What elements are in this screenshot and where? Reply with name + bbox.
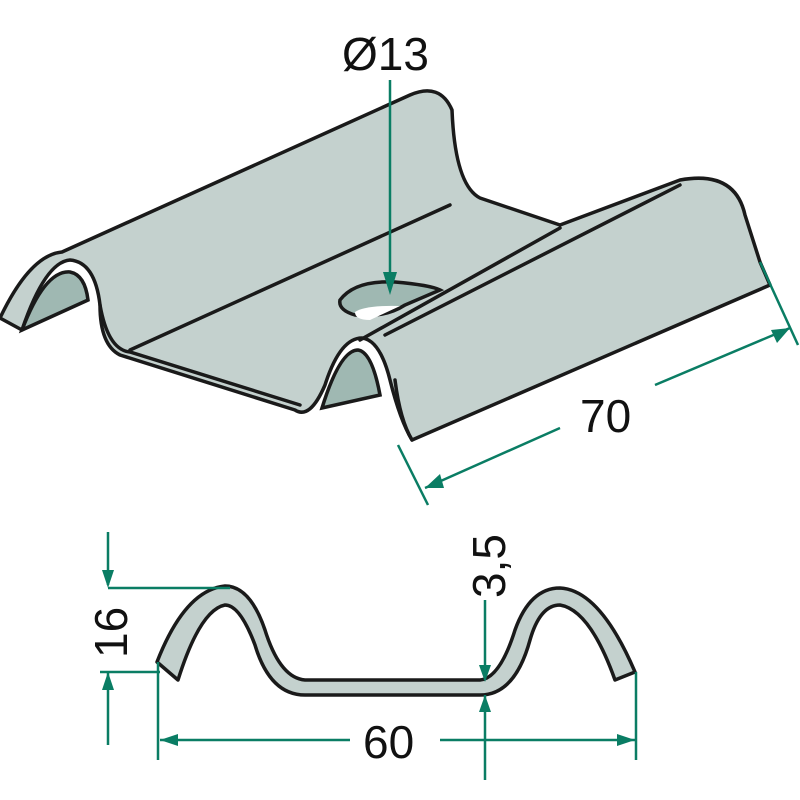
dimension-lines bbox=[100, 80, 800, 780]
front-inner-edge bbox=[98, 303, 414, 442]
thickness-arrow-top bbox=[479, 665, 491, 682]
hole-rim bbox=[338, 280, 445, 318]
cross-section bbox=[155, 584, 637, 697]
width-arrow-right bbox=[617, 734, 635, 746]
length-label: 70 bbox=[580, 390, 631, 442]
length-extension-line-right bbox=[758, 261, 800, 346]
length-dimension-line-right bbox=[654, 326, 791, 387]
hole-arrow bbox=[383, 272, 397, 295]
profile-view bbox=[155, 584, 637, 697]
thickness-label: 3,5 bbox=[463, 534, 515, 598]
plate-body bbox=[0, 89, 772, 442]
left-ridge-underside bbox=[18, 270, 90, 334]
height-label: 16 bbox=[85, 607, 137, 658]
fold-line-right bbox=[358, 183, 682, 342]
length-dimension-line-left bbox=[424, 426, 561, 490]
hole-diameter-label: Ø13 bbox=[342, 28, 429, 80]
hole bbox=[355, 305, 400, 320]
height-arrow-top bbox=[102, 570, 114, 588]
width-arrow-left bbox=[160, 734, 178, 746]
length-extension-line-left bbox=[396, 444, 430, 506]
middle-ridge-underside bbox=[319, 348, 383, 411]
height-arrow-bottom bbox=[102, 672, 114, 690]
thickness-arrow-bottom bbox=[479, 695, 491, 712]
isometric-view bbox=[0, 89, 772, 442]
length-arrow-right bbox=[771, 328, 790, 343]
length-arrow-left bbox=[425, 474, 444, 488]
width-label: 60 bbox=[363, 716, 414, 768]
fold-line-left bbox=[128, 203, 452, 352]
